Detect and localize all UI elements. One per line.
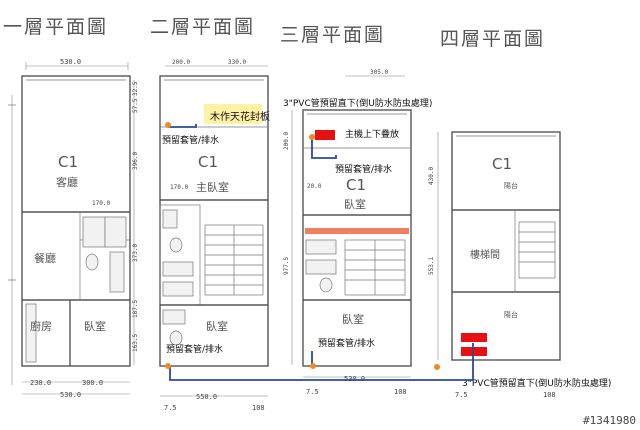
- annotation-pvc-f4-bottom: 3"PVC管預留直下(倒U防水防虫處理): [462, 377, 611, 389]
- title-floor-2: 二層平面圖: [150, 16, 255, 38]
- floor-1-plan: 530.0 396.0 373.0 187.5 163.5 57.5 32.5 …: [8, 58, 139, 399]
- dim-f1-bottom-b: 300.0: [82, 379, 103, 387]
- room-f2-master: 主臥室: [196, 180, 229, 194]
- annotation-pvc-f3-top: 3"PVC管預留直下(倒U防水防虫處理): [283, 97, 432, 109]
- dim-f1-mid: 170.0: [92, 200, 110, 207]
- room-f4-balcony-bottom: 陽台: [504, 310, 518, 319]
- ac-unit-icon: [315, 130, 335, 140]
- dim-f1-bottom-a: 230.0: [30, 379, 51, 387]
- ac-unit-icon-f4-bottom: [461, 347, 487, 356]
- dim-f2-top-a: 200.0: [172, 59, 190, 66]
- annotation-sleeve-f3-top: 預留套管/排水: [335, 163, 392, 175]
- beam-highlight-f3: [305, 228, 409, 234]
- dim-f4-side-a: 430.0: [428, 167, 435, 185]
- floor-2-plan: 200.0 330.0 170.0 C1 主臥室 臥室: [159, 59, 270, 412]
- dim-f3-seg-b: 108: [394, 388, 407, 396]
- title-floor-3: 三層平面圖: [280, 24, 385, 46]
- unit-label-f2: C1: [198, 153, 218, 171]
- dim-f1-side-f: 32.5: [132, 81, 139, 96]
- dim-f1-bottom-total: 530.0: [60, 391, 81, 399]
- wood-ceiling-highlight: [204, 104, 262, 124]
- dim-f2-bottom: 550.0: [196, 393, 217, 401]
- dim-f1-side-e: 57.5: [132, 98, 139, 113]
- annotation-stack-unit: 主機上下疊放: [345, 128, 399, 140]
- dim-f3-side-a: 200.0: [283, 132, 290, 150]
- unit-label-f4: C1: [492, 155, 512, 173]
- dim-f2-top-b: 330.0: [228, 59, 246, 66]
- dim-f3-bottom: 530.0: [344, 375, 365, 383]
- dim-f1-top: 530.0: [60, 58, 81, 66]
- room-f1-bedroom: 臥室: [84, 319, 106, 333]
- unit-label-f1: C1: [58, 153, 78, 171]
- annotation-wood-ceiling: 木作天花封板: [210, 110, 270, 123]
- room-f2-bedroom: 臥室: [206, 319, 228, 333]
- dim-f4-side-b: 553.1: [428, 257, 435, 275]
- dim-f2-seg-a: 7.5: [164, 404, 177, 412]
- floor-4-plan: 430.0 553.1 C1 陽台 樓梯間 陽台 3"PVC管預留直下(倒U防水…: [428, 131, 611, 399]
- dim-f1-side-c: 187.5: [132, 300, 139, 318]
- room-f4-stair-room: 樓梯間: [470, 248, 500, 261]
- title-floor-1: 一層平面圖: [3, 16, 108, 38]
- image-stamp: #1341980: [583, 414, 636, 427]
- ac-unit-icon-f4-top: [461, 333, 487, 342]
- room-f3-bedroom-bottom: 臥室: [342, 312, 364, 326]
- pipe-joint-markers: [165, 122, 440, 370]
- dim-f1-side-d: 163.5: [132, 334, 139, 352]
- annotation-sleeve-f3-bottom: 預留套管/排水: [318, 337, 375, 349]
- dim-f2-mid: 170.0: [170, 184, 188, 191]
- dim-f3-top: 305.0: [370, 69, 388, 76]
- title-floor-4: 四層平面圖: [440, 28, 545, 50]
- dim-f4-seg-a: 7.5: [455, 391, 468, 399]
- dim-f4-seg-b: 108: [543, 391, 556, 399]
- dim-f2-seg-b: 108: [252, 404, 265, 412]
- room-f1-dining: 餐廳: [34, 251, 56, 265]
- dim-f3-seg-a: 7.5: [306, 388, 319, 396]
- room-f4-balcony-top: 陽台: [504, 181, 518, 190]
- room-f1-living: 客廳: [56, 175, 78, 189]
- dim-f1-side-b: 373.0: [132, 244, 139, 262]
- annotation-sleeve-f2-top: 預留套管/排水: [162, 134, 219, 146]
- dim-f1-side-a: 396.0: [132, 152, 139, 170]
- room-f3-bedroom-top: 臥室: [344, 197, 366, 211]
- dim-f3-side-c: 20.0: [307, 183, 322, 190]
- dim-f3-side-b: 977.5: [283, 257, 290, 275]
- room-f1-kitchen: 廚房: [30, 319, 52, 333]
- drain-pipe-route: [168, 124, 474, 381]
- annotation-sleeve-f2-bottom: 預留套管/排水: [166, 343, 223, 355]
- unit-label-f3: C1: [346, 176, 366, 194]
- floor-3-plan: 305.0 200.0 977.5 20.0 C1 臥室 臥室 主機上下疊放: [283, 69, 432, 396]
